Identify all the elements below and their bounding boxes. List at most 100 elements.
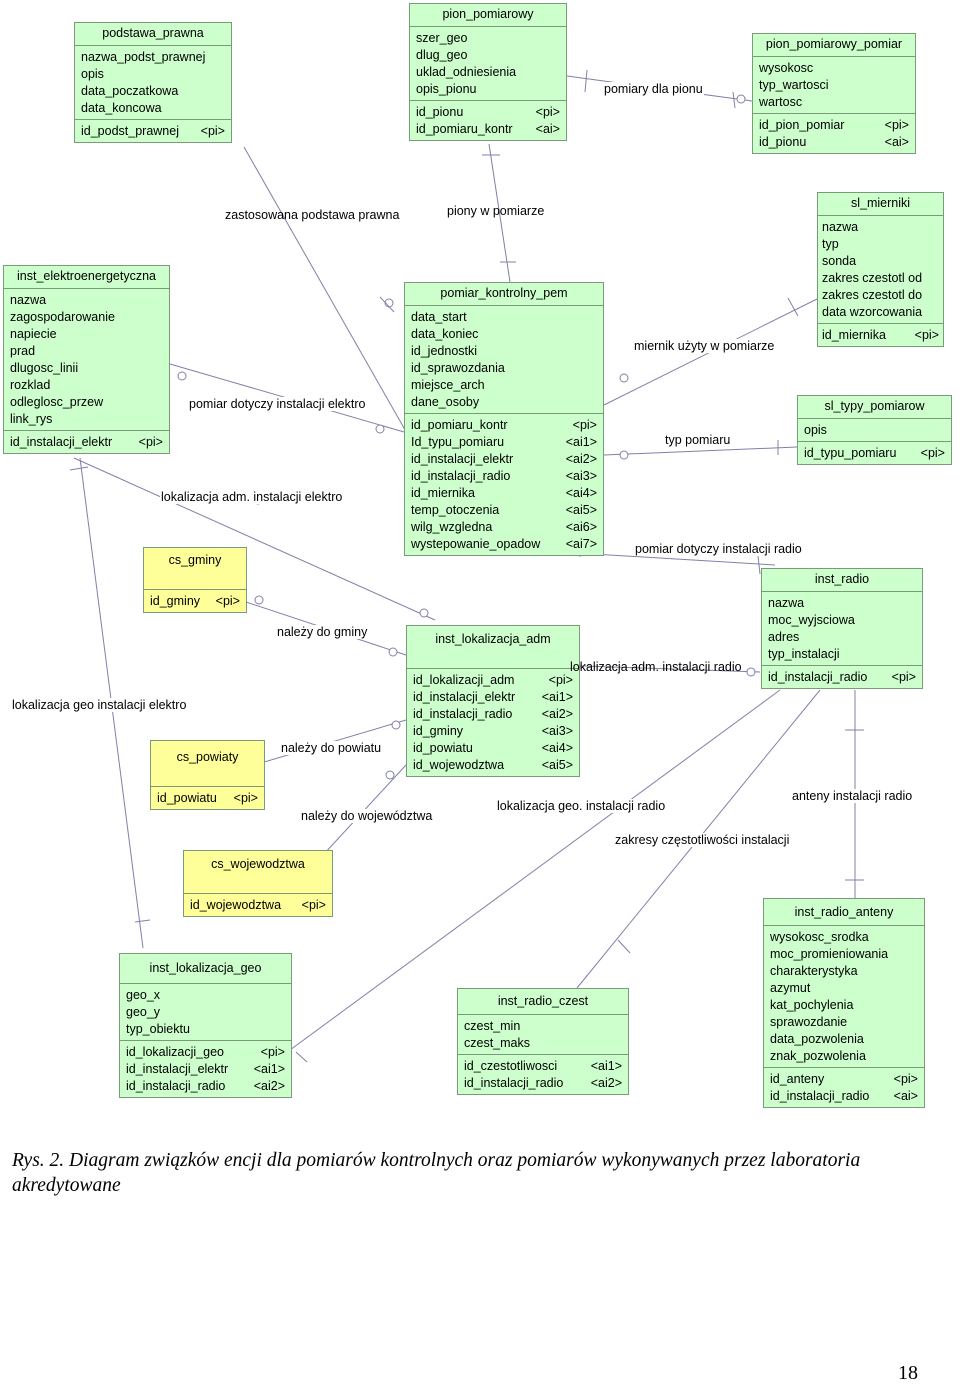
entity-title: inst_radio <box>762 569 922 592</box>
entity-field: zakres czestotl od <box>822 271 923 285</box>
entity-field: nazwa <box>10 293 47 307</box>
entity-field: napiecie <box>10 327 57 341</box>
entity-inst-elektroenergetyczna[interactable]: inst_elektroenergetyczna nazwa zagospoda… <box>3 265 170 454</box>
entity-field: data_koncowa <box>81 101 162 115</box>
entity-key: id_instalacji_radio<ai2> <box>126 1079 285 1093</box>
entity-title: cs_gminy <box>144 548 246 590</box>
entity-pion-pomiarowy-pomiar[interactable]: pion_pomiarowy_pomiar wysokosc typ_warto… <box>752 33 916 154</box>
entity-title: sl_typy_pomiarow <box>798 396 951 419</box>
entity-key: id_lokalizacji_adm<pi> <box>413 673 573 687</box>
entity-field: moc_promieniowania <box>770 947 889 961</box>
link-typ-pomiaru <box>603 446 798 456</box>
entity-key: id_powiatu<pi> <box>157 791 258 805</box>
relation-label-pomiar-radio: pomiar dotyczy instalacji radio <box>634 542 803 556</box>
entity-field: miejsce_arch <box>411 378 485 392</box>
relation-label-piony-w-pomiarze: piony w pomiarze <box>447 204 545 218</box>
entity-field: dlugosc_linii <box>10 361 79 375</box>
figure-caption: Rys. 2. Diagram związków encji dla pomia… <box>12 1150 861 1196</box>
entity-field: kat_pochylenia <box>770 998 854 1012</box>
entity-field: data_poczatkowa <box>81 84 179 98</box>
entity-field: wysokosc <box>759 61 814 75</box>
entity-inst-lokalizacja-adm[interactable]: inst_lokalizacja_adm id_lokalizacji_adm<… <box>406 625 580 777</box>
entity-field: data_pozwolenia <box>770 1032 864 1046</box>
entity-field: zagospodarowanie <box>10 310 115 324</box>
entity-field: zakres czestotl do <box>822 288 923 302</box>
relation-label-lok-geo-elektro: lokalizacja geo instalacji elektro <box>11 698 188 712</box>
entity-field: opis_pionu <box>416 82 477 96</box>
relation-label-anteny: anteny instalacji radio <box>791 789 914 803</box>
relation-label-lok-adm-elektro: lokalizacja adm. instalacji elektro <box>160 490 344 504</box>
entity-title: inst_lokalizacja_adm <box>407 626 579 669</box>
entity-key: id_powiatu<ai4> <box>413 741 573 755</box>
entity-field: odleglosc_przew <box>10 395 104 409</box>
entity-sl-mierniki[interactable]: sl_mierniki nazwa typ sonda zakres czest… <box>817 192 944 347</box>
entity-field: dane_osoby <box>411 395 480 409</box>
entity-field: znak_pozwolenia <box>770 1049 866 1063</box>
entity-key: id_instalacji_radio<pi> <box>768 670 916 684</box>
relation-label-zakresy: zakresy częstotliwości instalacji <box>614 833 791 847</box>
entity-title: pion_pomiarowy_pomiar <box>753 34 915 57</box>
entity-title: inst_radio_czest <box>458 989 628 1015</box>
entity-cs-powiaty[interactable]: cs_powiaty id_powiatu<pi> <box>150 740 265 810</box>
entity-key: id_instalacji_elektr<ai2> <box>411 452 597 466</box>
entity-key: id_miernika<pi> <box>822 328 939 342</box>
entity-cs-wojewodztwa[interactable]: cs_wojewodztwa id_wojewodztwa<pi> <box>183 850 333 917</box>
entity-title: sl_mierniki <box>818 193 943 216</box>
entity-field: azymut <box>770 981 811 995</box>
relation-label-nalezy-do-powiatu: należy do powiatu <box>280 741 383 755</box>
relation-label-nalezy-do-wojewodztwa: należy do województwa <box>300 809 434 823</box>
entity-key: id_wojewodztwa<pi> <box>190 898 326 912</box>
entity-field: dlug_geo <box>416 48 468 62</box>
entity-podstawa-prawna[interactable]: podstawa_prawna nazwa_podst_prawnej opis… <box>74 22 232 143</box>
entity-field: nazwa <box>768 596 805 610</box>
entity-key: wystepowanie_opadow<ai7> <box>411 537 597 551</box>
entity-field: opis <box>81 67 104 81</box>
link-lok-adm-elektro <box>73 457 436 621</box>
entity-key: id_instalacji_elektr<pi> <box>10 435 163 449</box>
relation-label-pomiar-elektro: pomiar dotyczy instalacji elektro <box>188 397 367 411</box>
entity-key: id_czestotliwosci<ai1> <box>464 1059 622 1073</box>
entity-key: Id_typu_pomiaru<ai1> <box>411 435 597 449</box>
entity-inst-lokalizacja-geo[interactable]: inst_lokalizacja_geo geo_x geo_y typ_obi… <box>119 953 292 1098</box>
entity-key: temp_otoczenia<ai5> <box>411 503 597 517</box>
relation-label-typ-pomiaru: typ pomiaru <box>664 433 732 447</box>
entity-pion-pomiarowy[interactable]: pion_pomiarowy szer_geo dlug_geo uklad_o… <box>409 3 567 141</box>
entity-cs-gminy[interactable]: cs_gminy id_gminy<pi> <box>143 547 247 613</box>
entity-field: rozklad <box>10 378 51 392</box>
relation-label-nalezy-do-gminy: należy do gminy <box>276 625 369 639</box>
entity-field: prad <box>10 344 36 358</box>
entity-field: wysokosc_srodka <box>770 930 869 944</box>
relation-label-zastosowana-podstawa-prawna: zastosowana podstawa prawna <box>225 208 400 222</box>
entity-field: geo_y <box>126 1005 161 1019</box>
entity-field: id_jednostki <box>411 344 478 358</box>
entity-field: typ_obiektu <box>126 1022 190 1036</box>
entity-key: id_instalacji_elektr<ai1> <box>413 690 573 704</box>
entity-key: id_miernika<ai4> <box>411 486 597 500</box>
entity-title: cs_powiaty <box>151 741 264 787</box>
entity-field: szer_geo <box>416 31 468 45</box>
entity-inst-radio-czest[interactable]: inst_radio_czest czest_min czest_maks id… <box>457 988 629 1095</box>
entity-field: data wzorcowania <box>822 305 923 319</box>
relation-label-miernik-uzyty: miernik użyty w pomiarze <box>633 339 776 353</box>
entity-key: id_anteny<pi> <box>770 1072 918 1086</box>
entity-field: uklad_odniesienia <box>416 65 517 79</box>
entity-inst-radio-anteny[interactable]: inst_radio_anteny wysokosc_srodka moc_pr… <box>763 898 925 1108</box>
entity-field: czest_min <box>464 1019 521 1033</box>
link-lok-geo-radio <box>289 689 781 1051</box>
entity-field: czest_maks <box>464 1036 530 1050</box>
entity-title: pion_pomiarowy <box>410 4 566 27</box>
entity-title: cs_wojewodztwa <box>184 851 332 894</box>
entity-key: id_instalacji_elektr<ai1> <box>126 1062 285 1076</box>
entity-sl-typy-pomiarow[interactable]: sl_typy_pomiarow opis id_typu_pomiaru<pi… <box>797 395 952 465</box>
entity-pomiar-kontrolny-pem[interactable]: pomiar_kontrolny_pem data_start data_kon… <box>404 282 604 556</box>
entity-field: charakterystyka <box>770 964 858 978</box>
relation-label-lok-geo-radio: lokalizacja geo. instalacji radio <box>496 799 667 813</box>
entity-title: inst_radio_anteny <box>764 899 924 926</box>
entity-field: nazwa <box>822 220 859 234</box>
entity-key: id_lokalizacji_geo<pi> <box>126 1045 285 1059</box>
entity-field: moc_wyjsciowa <box>768 613 855 627</box>
relation-label-lok-adm-radio: lokalizacja adm. instalacji radio <box>570 660 742 674</box>
entity-inst-radio[interactable]: inst_radio nazwa moc_wyjsciowa adres typ… <box>761 568 923 689</box>
relation-label-pomiary-dla-pionu: pomiary dla pionu <box>603 82 704 96</box>
